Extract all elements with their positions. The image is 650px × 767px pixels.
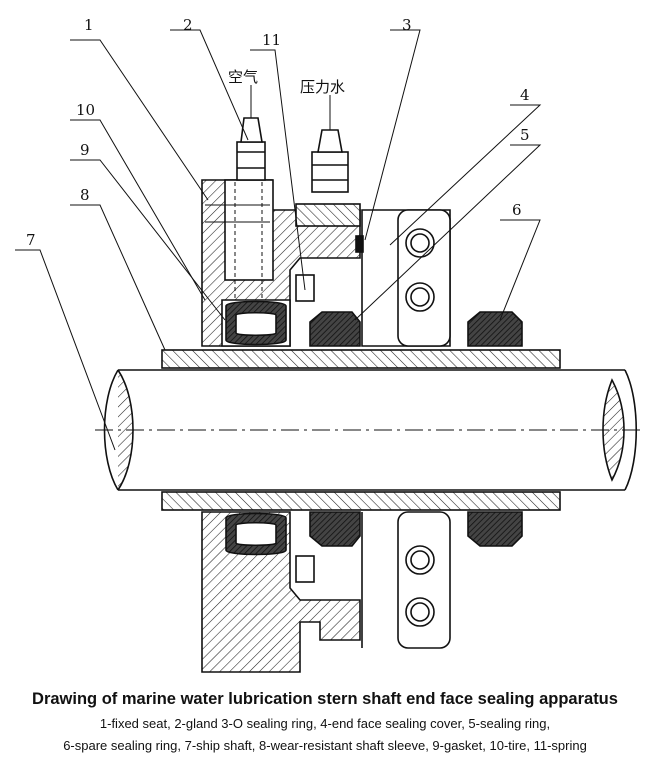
- tire-top: [221, 299, 291, 347]
- label-5: 5: [520, 126, 530, 144]
- end-face-cover-bottom: [361, 511, 451, 649]
- label-9: 9: [80, 141, 90, 159]
- shaft-sleeve-top: [161, 349, 561, 369]
- label-6: 6: [512, 201, 522, 219]
- label-2: 2: [183, 16, 193, 34]
- label-pressure-water: 压力水: [300, 78, 345, 96]
- air-fitting: [236, 85, 266, 181]
- pressure-water-fitting: [311, 95, 349, 193]
- label-7: 7: [26, 231, 36, 249]
- spare-ring-bottom: [467, 511, 523, 547]
- shaft-sleeve-bottom: [161, 491, 561, 511]
- sealing-ring-bottom: [309, 511, 361, 547]
- o-ring: [355, 235, 364, 253]
- label-3: 3: [402, 16, 412, 34]
- label-1: 1: [84, 16, 94, 34]
- sealing-ring-top: [309, 311, 361, 347]
- sealing-apparatus-drawing: 1 2 11 3 4 5 6 7 8 9 10 空气 压力水: [15, 16, 640, 673]
- spring-bottom: [295, 555, 315, 583]
- figure-legend-line-2: 6-spare sealing ring, 7-ship shaft, 8-we…: [63, 738, 587, 753]
- tire-bottom: [225, 512, 287, 556]
- label-8: 8: [80, 186, 90, 204]
- label-4: 4: [520, 86, 530, 104]
- spare-ring-top: [467, 311, 523, 347]
- figure-legend-line-1: 1-fixed seat, 2-gland 3-O sealing ring, …: [99, 716, 551, 731]
- end-face-cover-top: [361, 209, 451, 347]
- figure-title: Drawing of marine water lubrication ster…: [32, 690, 618, 708]
- leader-lines: [15, 29, 542, 451]
- gland-top: [295, 203, 361, 227]
- label-10: 10: [76, 101, 95, 119]
- ship-shaft: [95, 369, 640, 491]
- label-air: 空气: [228, 68, 258, 86]
- label-11: 11: [262, 31, 281, 49]
